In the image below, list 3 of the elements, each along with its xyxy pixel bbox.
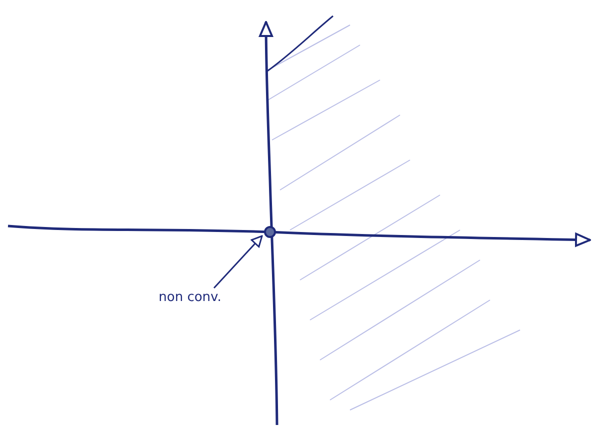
annotation-text: non conv. (150, 288, 230, 308)
leader-arrow (213, 235, 263, 288)
point-marker (264, 226, 276, 238)
